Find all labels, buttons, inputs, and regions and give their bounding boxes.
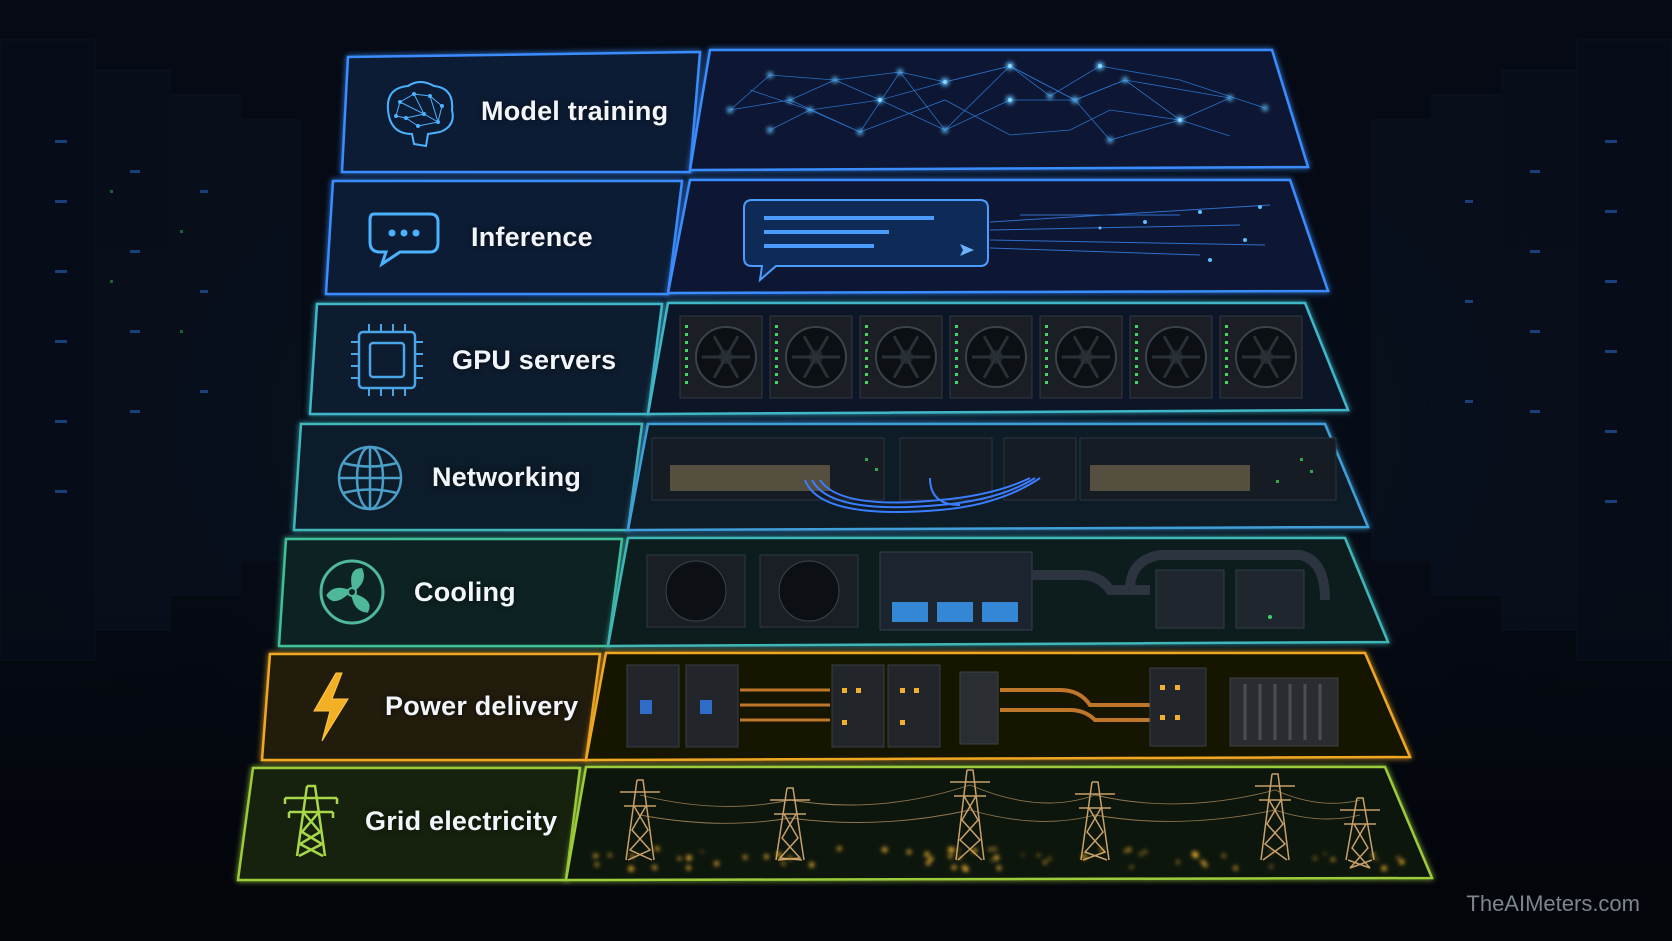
layer-label-grid-electricity: Grid electricity: [365, 806, 558, 836]
data-stream-dots: [1098, 205, 1262, 262]
layer-label-model-training: Model training: [481, 96, 669, 126]
gpu-server-unit: [1039, 315, 1123, 399]
watermark: TheAIMeters.com: [1466, 891, 1640, 916]
layer-grid-electricity-visual-panel: [564, 765, 1434, 882]
network-cables: [804, 477, 1041, 513]
layer-networking: [292, 422, 1370, 532]
layer-model-training-label-panel: [340, 50, 702, 174]
fan-icon: [319, 559, 385, 625]
gpu-server-unit: [769, 315, 853, 399]
cooling-equipment: [646, 550, 1330, 631]
lightning-icon: [313, 672, 349, 742]
transmission-tower: [950, 769, 990, 861]
left-server-racks: [0, 39, 301, 661]
power-equipment: [626, 664, 1339, 748]
layer-model-training: [340, 48, 1310, 174]
layer-label-gpu-servers: GPU servers: [452, 345, 617, 375]
neural-network-visual: [729, 65, 1266, 141]
transmission-towers: [620, 769, 1380, 869]
layer-model-training-visual-panel: [688, 48, 1310, 172]
layer-power-delivery: [260, 651, 1412, 762]
gpu-server-unit: [1129, 315, 1213, 399]
transmission-tower: [1255, 773, 1295, 861]
neural-network-node-cores: [878, 64, 1182, 122]
city-lights: [593, 846, 1405, 872]
layer-label-power-delivery: Power delivery: [385, 691, 579, 721]
layer-label-inference: Inference: [471, 222, 593, 252]
transmission-tower: [1340, 797, 1380, 869]
gpu-server-unit: [949, 315, 1033, 399]
layer-inference: [324, 178, 1330, 296]
gpu-server-unit: [679, 315, 763, 399]
layer-label-networking: Networking: [432, 462, 582, 492]
globe-icon: [337, 445, 403, 511]
layer-label-cooling: Cooling: [414, 577, 516, 607]
chat-bubble-icon: [368, 212, 440, 268]
chat-window-visual: [743, 199, 989, 283]
gpu-server-unit: [859, 315, 943, 399]
transmission-tower-icon: [283, 784, 339, 858]
transmission-tower: [620, 779, 660, 861]
transmission-tower: [1075, 781, 1115, 861]
gpu-server-units: [679, 315, 1303, 399]
chip-icon: [351, 324, 423, 396]
gpu-server-unit: [1219, 315, 1303, 399]
network-switches: [651, 437, 1337, 501]
right-server-racks: [1371, 39, 1672, 661]
brain-network-icon: [386, 81, 454, 148]
data-streams: [989, 204, 1271, 256]
